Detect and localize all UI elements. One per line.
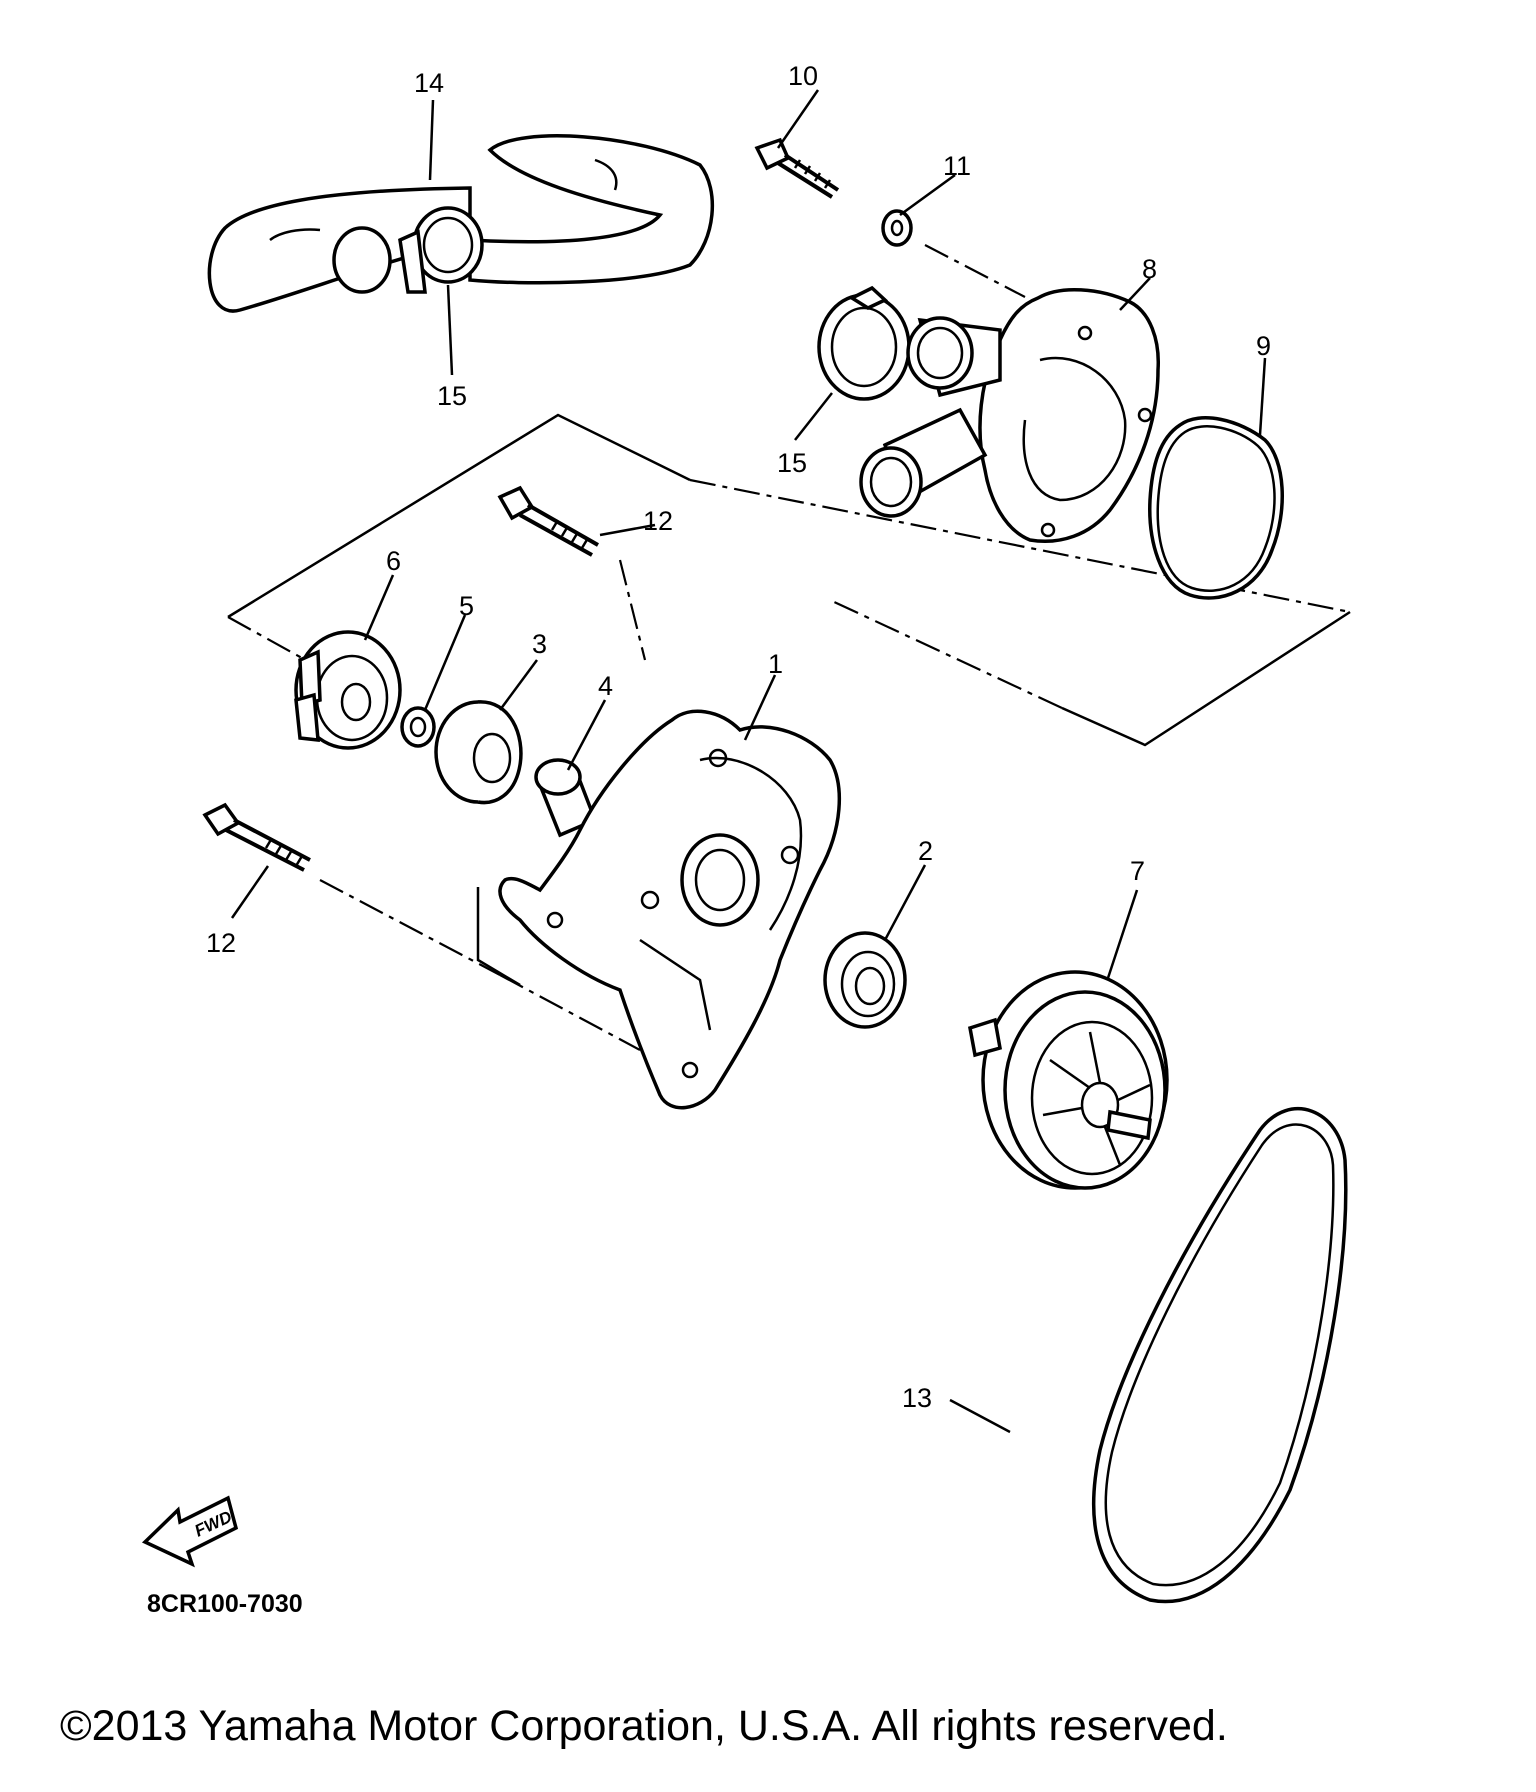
collar-4 [534,758,598,838]
bolt-10 [754,137,840,199]
callout-11: 11 [943,151,971,181]
leader-lines [230,89,1267,1434]
callout-13: 13 [902,1383,932,1413]
callout-3: 3 [532,629,547,659]
bolt-12-upper [497,485,599,557]
bearing-2 [823,931,907,1029]
callout-7: 7 [1130,856,1145,886]
callout-12-upper: 12 [643,506,673,536]
hose-clamp-upper [398,206,484,294]
drive-belt-13 [1091,1107,1348,1604]
pump-cover-8 [859,288,1160,543]
pulley-7 [967,970,1169,1190]
callout-14: 14 [414,68,444,98]
diagram-code: 8CR100-7030 [147,1590,303,1618]
callout-9: 9 [1256,331,1271,361]
gasket-9 [1148,416,1284,600]
mechanical-seal-3 [434,700,523,805]
copyright-notice: ©2013 Yamaha Motor Corporation, U.S.A. A… [60,1702,1228,1750]
pump-housing-1 [498,709,841,1110]
callout-5: 5 [459,591,474,621]
callout-12-lower: 12 [206,928,236,958]
callout-10: 10 [788,61,818,91]
forward-arrow-icon: FWD [141,1495,239,1568]
callouts: 14 15 10 11 8 9 15 12 6 5 3 4 1 2 7 12 1… [206,61,1271,1413]
hose-clamp-lower [817,285,911,401]
callout-2: 2 [918,836,933,866]
callout-1: 1 [768,649,783,679]
bolt-12-lower [202,802,311,872]
callout-8: 8 [1142,254,1157,284]
callout-4: 4 [598,671,613,701]
callout-15-upper: 15 [437,381,467,411]
seal-5 [400,706,436,748]
callout-15-lower: 15 [777,448,807,478]
impeller-6 [294,630,402,750]
callout-6: 6 [386,546,401,576]
coolant-hose [207,134,714,313]
washer-11 [881,209,913,247]
